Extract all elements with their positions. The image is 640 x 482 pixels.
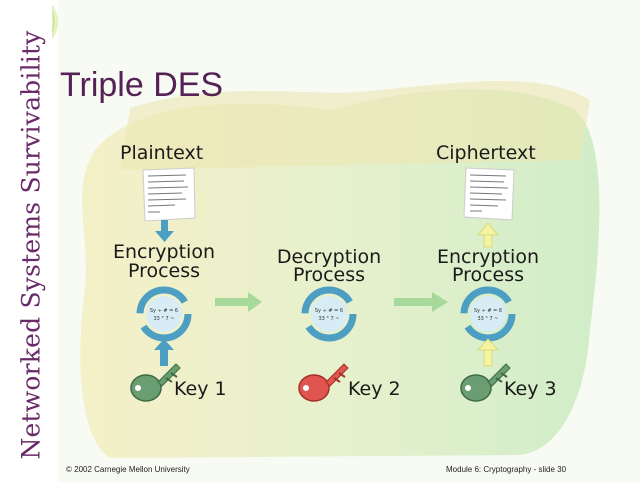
key1-icon [130, 363, 181, 402]
stage3-title: Encryption [436, 246, 539, 268]
stage2-title: Decryption [276, 246, 382, 268]
ciphertext-label: Ciphertext [436, 142, 536, 164]
sidebar-branding-text: Networked Systems Survivability [16, 30, 46, 460]
svg-text:33 ° 7 ~: 33 ° 7 ~ [477, 316, 498, 322]
svg-text:33 ° 7 ~: 33 ° 7 ~ [318, 316, 339, 322]
stage2-to-stage3-arrow [394, 292, 448, 312]
stage3-subtitle: Process [451, 264, 525, 286]
svg-text:Sy ÷ # = 6: Sy ÷ # = 6 [150, 308, 178, 314]
encryption-cycle-1-icon: Sy ÷ # = 6 33 ° 7 ~ [136, 286, 192, 342]
key1-up-arrow [154, 339, 174, 366]
plaintext-label: Plaintext [120, 142, 204, 164]
encryption-to-ciphertext-arrow [476, 222, 500, 248]
key3-label: Key 3 [504, 378, 557, 400]
footer-copyright: © 2002 Carnegie Mellon University [66, 465, 190, 474]
plaintext-to-encryption-arrow [155, 220, 174, 242]
key3-icon [460, 363, 511, 402]
svg-text:Sy ÷ # = 6: Sy ÷ # = 6 [315, 308, 343, 314]
background-blob-top [120, 80, 590, 170]
key2-label: Key 2 [348, 378, 401, 400]
stage1-subtitle: Process [127, 260, 201, 282]
stage1-to-stage2-arrow [215, 292, 262, 312]
plaintext-document-icon [142, 167, 196, 222]
key1-label: Key 1 [174, 378, 227, 400]
stage1-title: Encryption [112, 241, 215, 263]
ciphertext-document-icon [463, 167, 515, 221]
footer-slide-number: Module 6: Cryptography - slide 30 [446, 465, 567, 474]
key3-up-arrow [476, 338, 500, 367]
encryption-cycle-3-icon: Sy ÷ # = 6 33 ° 7 ~ [460, 286, 516, 342]
svg-text:33 ° 7 ~: 33 ° 7 ~ [153, 316, 174, 322]
svg-text:Sy ÷ # = 6: Sy ÷ # = 6 [474, 308, 502, 314]
stage2-subtitle: Process [292, 264, 366, 286]
key2-icon [298, 363, 349, 402]
decryption-cycle-2-icon: Sy ÷ # = 6 33 ° 7 ~ [301, 286, 357, 342]
slide-title: Triple DES [60, 66, 224, 104]
sidebar: Networked Systems Survivability [0, 0, 52, 482]
